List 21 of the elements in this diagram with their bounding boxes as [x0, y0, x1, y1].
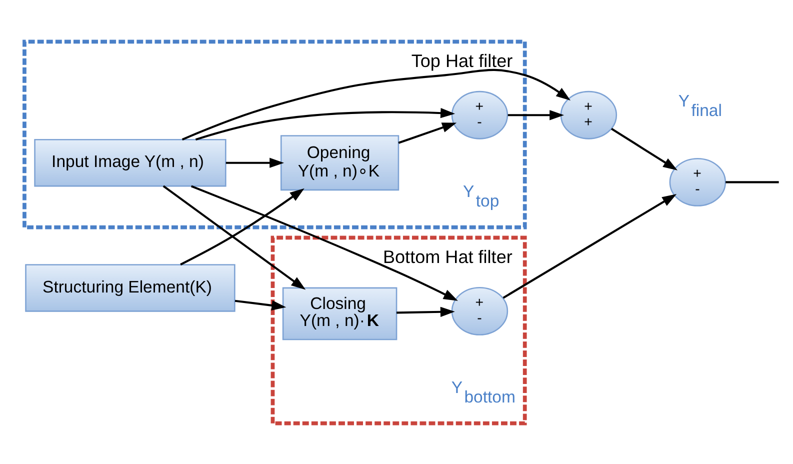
node-box: Closing Y(m , n)·K: [282, 286, 397, 340]
arrow: [507, 110, 564, 120]
connector: [725, 180, 778, 183]
arrow: [396, 306, 454, 316]
node-box: Opening Y(m , n)∘K: [280, 134, 399, 190]
node-ellipse: + -: [668, 158, 726, 206]
arrow: [610, 127, 678, 170]
arrow: [181, 68, 570, 140]
arrow: [194, 108, 455, 140]
arrow: [502, 194, 676, 298]
node-ellipse: + +: [560, 90, 617, 139]
node-ellipse: + -: [450, 90, 508, 139]
arrow: [190, 184, 458, 300]
arrow: [398, 122, 456, 144]
arrow: [162, 184, 306, 290]
arrow: [225, 157, 284, 168]
node-box: Structuring Element(K): [24, 264, 235, 312]
node-box: Input Image Y(m , n): [34, 138, 226, 186]
node-ellipse: + -: [450, 286, 508, 335]
arrow: [234, 299, 286, 310]
arrow: [180, 188, 304, 265]
